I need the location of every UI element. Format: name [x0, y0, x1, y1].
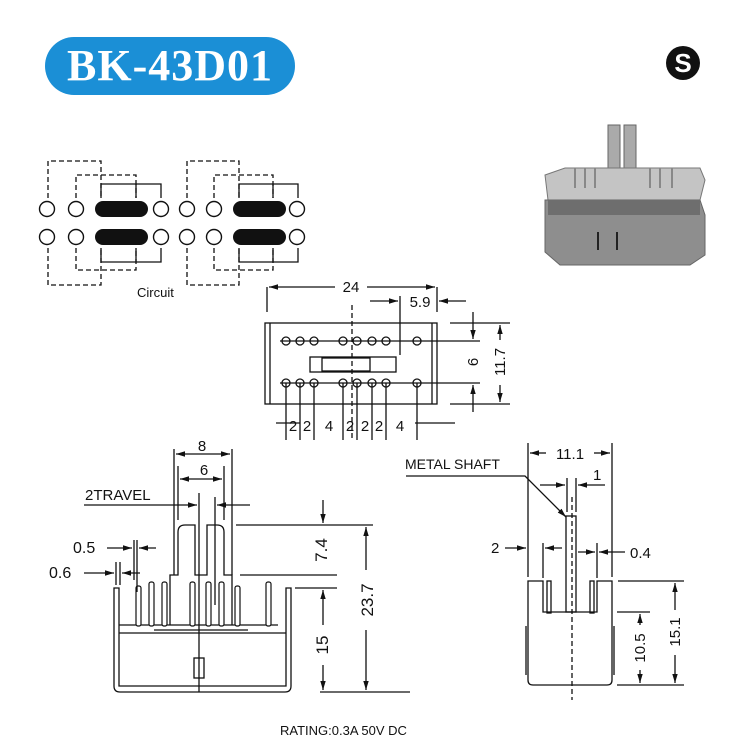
- dim-0-4: 0.4: [630, 545, 651, 562]
- dim-10-5: 10.5: [632, 633, 649, 662]
- metal-shaft-label: METAL SHAFT: [405, 456, 500, 472]
- dim-2: 2: [491, 540, 499, 557]
- pitch-label: 4: [396, 418, 404, 435]
- dim-depth: 11.7: [492, 348, 509, 376]
- circuit-diagram: Circuit: [38, 160, 306, 300]
- side-view-drawing: 11.1 METAL SHAFT 1 2 0.4 10.5 15.1: [405, 443, 684, 700]
- travel-label: 2TRAVEL: [85, 487, 151, 504]
- dim-11-1: 11.1: [556, 446, 584, 463]
- dim-1: 1: [593, 467, 601, 484]
- pitch-label: 4: [325, 418, 333, 435]
- pitch-label: 2: [303, 418, 311, 435]
- pitch-label: 2: [346, 418, 354, 435]
- dim-7-4: 7.4: [312, 538, 331, 562]
- model-title-badge: BK-43D01: [45, 37, 295, 95]
- product-photo: [544, 124, 706, 266]
- pitch-label: 2: [361, 418, 369, 435]
- dim-15: 15: [313, 636, 332, 655]
- brand-logo-icon: S: [666, 46, 700, 80]
- logo-letter: S: [674, 48, 691, 78]
- dim-8: 8: [198, 438, 206, 455]
- dim-15-1: 15.1: [667, 617, 684, 646]
- top-view-drawing: 24 5.9 6 11.7 2 2 4 2 2 2 4: [264, 279, 510, 440]
- dim-0-5: 0.5: [73, 540, 95, 557]
- circuit-label: Circuit: [137, 285, 174, 300]
- pitch-label: 2: [375, 418, 383, 435]
- dim-row-pitch: 6: [465, 358, 482, 366]
- dim-0-6: 0.6: [49, 565, 71, 582]
- front-view-drawing: 8 6 2TRAVEL 0.5 0.6 7.4 23.7 15: [49, 438, 410, 693]
- dim-offset: 5.9: [410, 294, 431, 311]
- dim-6: 6: [200, 462, 208, 479]
- dim-width: 24: [343, 279, 360, 296]
- pitch-label: 2: [289, 418, 297, 435]
- dim-23-7: 23.7: [358, 583, 377, 616]
- rating-text: RATING:0.3A 50V DC: [280, 723, 407, 738]
